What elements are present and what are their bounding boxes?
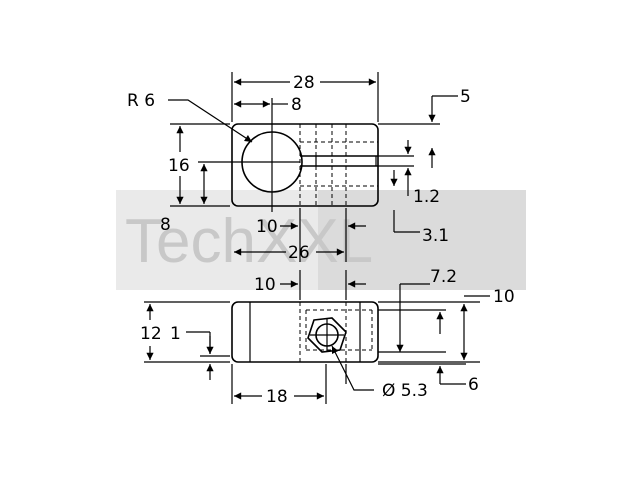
dim-8-center: 8 — [160, 215, 171, 235]
hex-nut — [307, 317, 347, 353]
dim-10-right: 10 — [493, 287, 515, 307]
dim-10-top: 10 — [256, 217, 278, 237]
dim-10-side: 10 — [254, 275, 276, 295]
dim-radius: R 6 — [127, 91, 155, 111]
top-view: 28 8 R 6 5 16 8 1.2 3.1 — [127, 72, 471, 263]
dim-1: 1 — [170, 324, 181, 344]
dim-1-2: 1.2 — [413, 187, 440, 207]
dim-18: 18 — [266, 387, 288, 407]
dim-3-1: 3.1 — [422, 226, 449, 246]
dim-7-2: 7.2 — [430, 267, 457, 287]
dim-6: 6 — [468, 375, 479, 395]
dim-16: 16 — [168, 156, 190, 176]
side-view-body — [231, 301, 379, 363]
top-view-body — [231, 123, 379, 207]
watermark-text: TechXXL — [125, 207, 373, 276]
side-view: 10 7.2 10 12 1 Ø 5.3 6 — [140, 267, 515, 407]
dim-8-top: 8 — [291, 95, 302, 115]
dim-26: 26 — [288, 243, 310, 263]
dim-12: 12 — [140, 324, 162, 344]
dim-5: 5 — [460, 87, 471, 107]
dim-hole-dia: Ø 5.3 — [382, 381, 428, 401]
top-view-slot — [300, 155, 378, 167]
dim-28: 28 — [293, 73, 315, 93]
watermark: TechXXL — [116, 190, 526, 290]
